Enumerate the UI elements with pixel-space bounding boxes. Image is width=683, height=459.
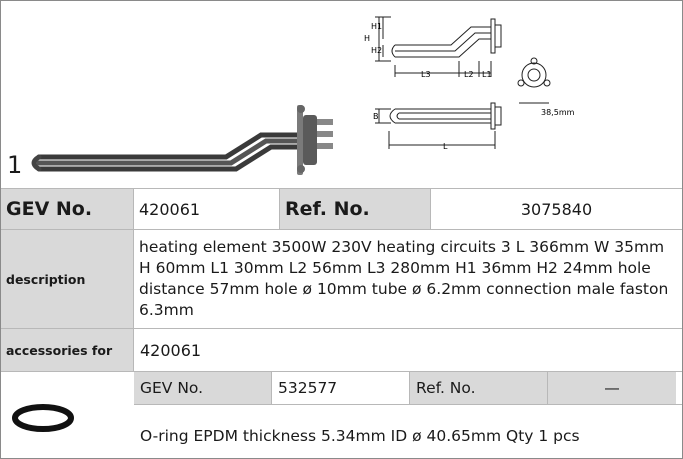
accessory-ref-value: — bbox=[548, 372, 676, 404]
header-row: GEV No. 420061 Ref. No. 3075840 bbox=[1, 188, 682, 230]
accessory-ref-label: Ref. No. bbox=[410, 372, 548, 404]
dim-l: L bbox=[443, 142, 448, 151]
dim-l1: L1 bbox=[482, 70, 492, 79]
dimension-drawing: H1 H H2 L3 L2 L1 B L 38,5mm bbox=[364, 16, 575, 151]
dim-h: H bbox=[364, 34, 370, 43]
description-text: heating element 3500W 230V heating circu… bbox=[133, 229, 682, 329]
accessories-for-label: accessories for bbox=[1, 328, 134, 371]
accessory-gev-value: 532577 bbox=[272, 372, 410, 404]
accessory-description: O-ring EPDM thickness 5.34mm ID ø 40.65m… bbox=[140, 427, 580, 445]
dim-b: B bbox=[373, 112, 379, 121]
accessories-for-value: 420061 bbox=[133, 328, 682, 371]
image-area: 1 bbox=[1, 1, 682, 188]
dim-h2: H2 bbox=[371, 46, 382, 55]
heating-element-photo bbox=[31, 105, 333, 175]
dim-l2: L2 bbox=[464, 70, 474, 79]
dim-l3: L3 bbox=[421, 70, 431, 79]
product-table: GEV No. 420061 Ref. No. 3075840 descript… bbox=[1, 188, 682, 371]
o-ring-image bbox=[12, 404, 74, 432]
gev-value: 420061 bbox=[133, 188, 280, 230]
accessory-gev-label: GEV No. bbox=[134, 372, 272, 404]
description-label: description bbox=[1, 229, 134, 329]
hole-distance-label: 38,5mm bbox=[541, 108, 575, 117]
accessories-for-row: accessories for 420061 bbox=[1, 328, 682, 371]
accessory-header-row: GEV No. 532577 Ref. No. — bbox=[134, 372, 682, 404]
gev-label: GEV No. bbox=[1, 188, 134, 230]
ref-label: Ref. No. bbox=[279, 188, 431, 230]
ref-value: 3075840 bbox=[430, 188, 682, 230]
item-number: 1 bbox=[7, 151, 23, 179]
dim-h1: H1 bbox=[371, 22, 382, 31]
accessory-block: GEV No. 532577 Ref. No. — O-ring EPDM th… bbox=[1, 371, 682, 459]
description-row: description heating element 3500W 230V h… bbox=[1, 229, 682, 329]
accessory-divider bbox=[134, 404, 682, 405]
